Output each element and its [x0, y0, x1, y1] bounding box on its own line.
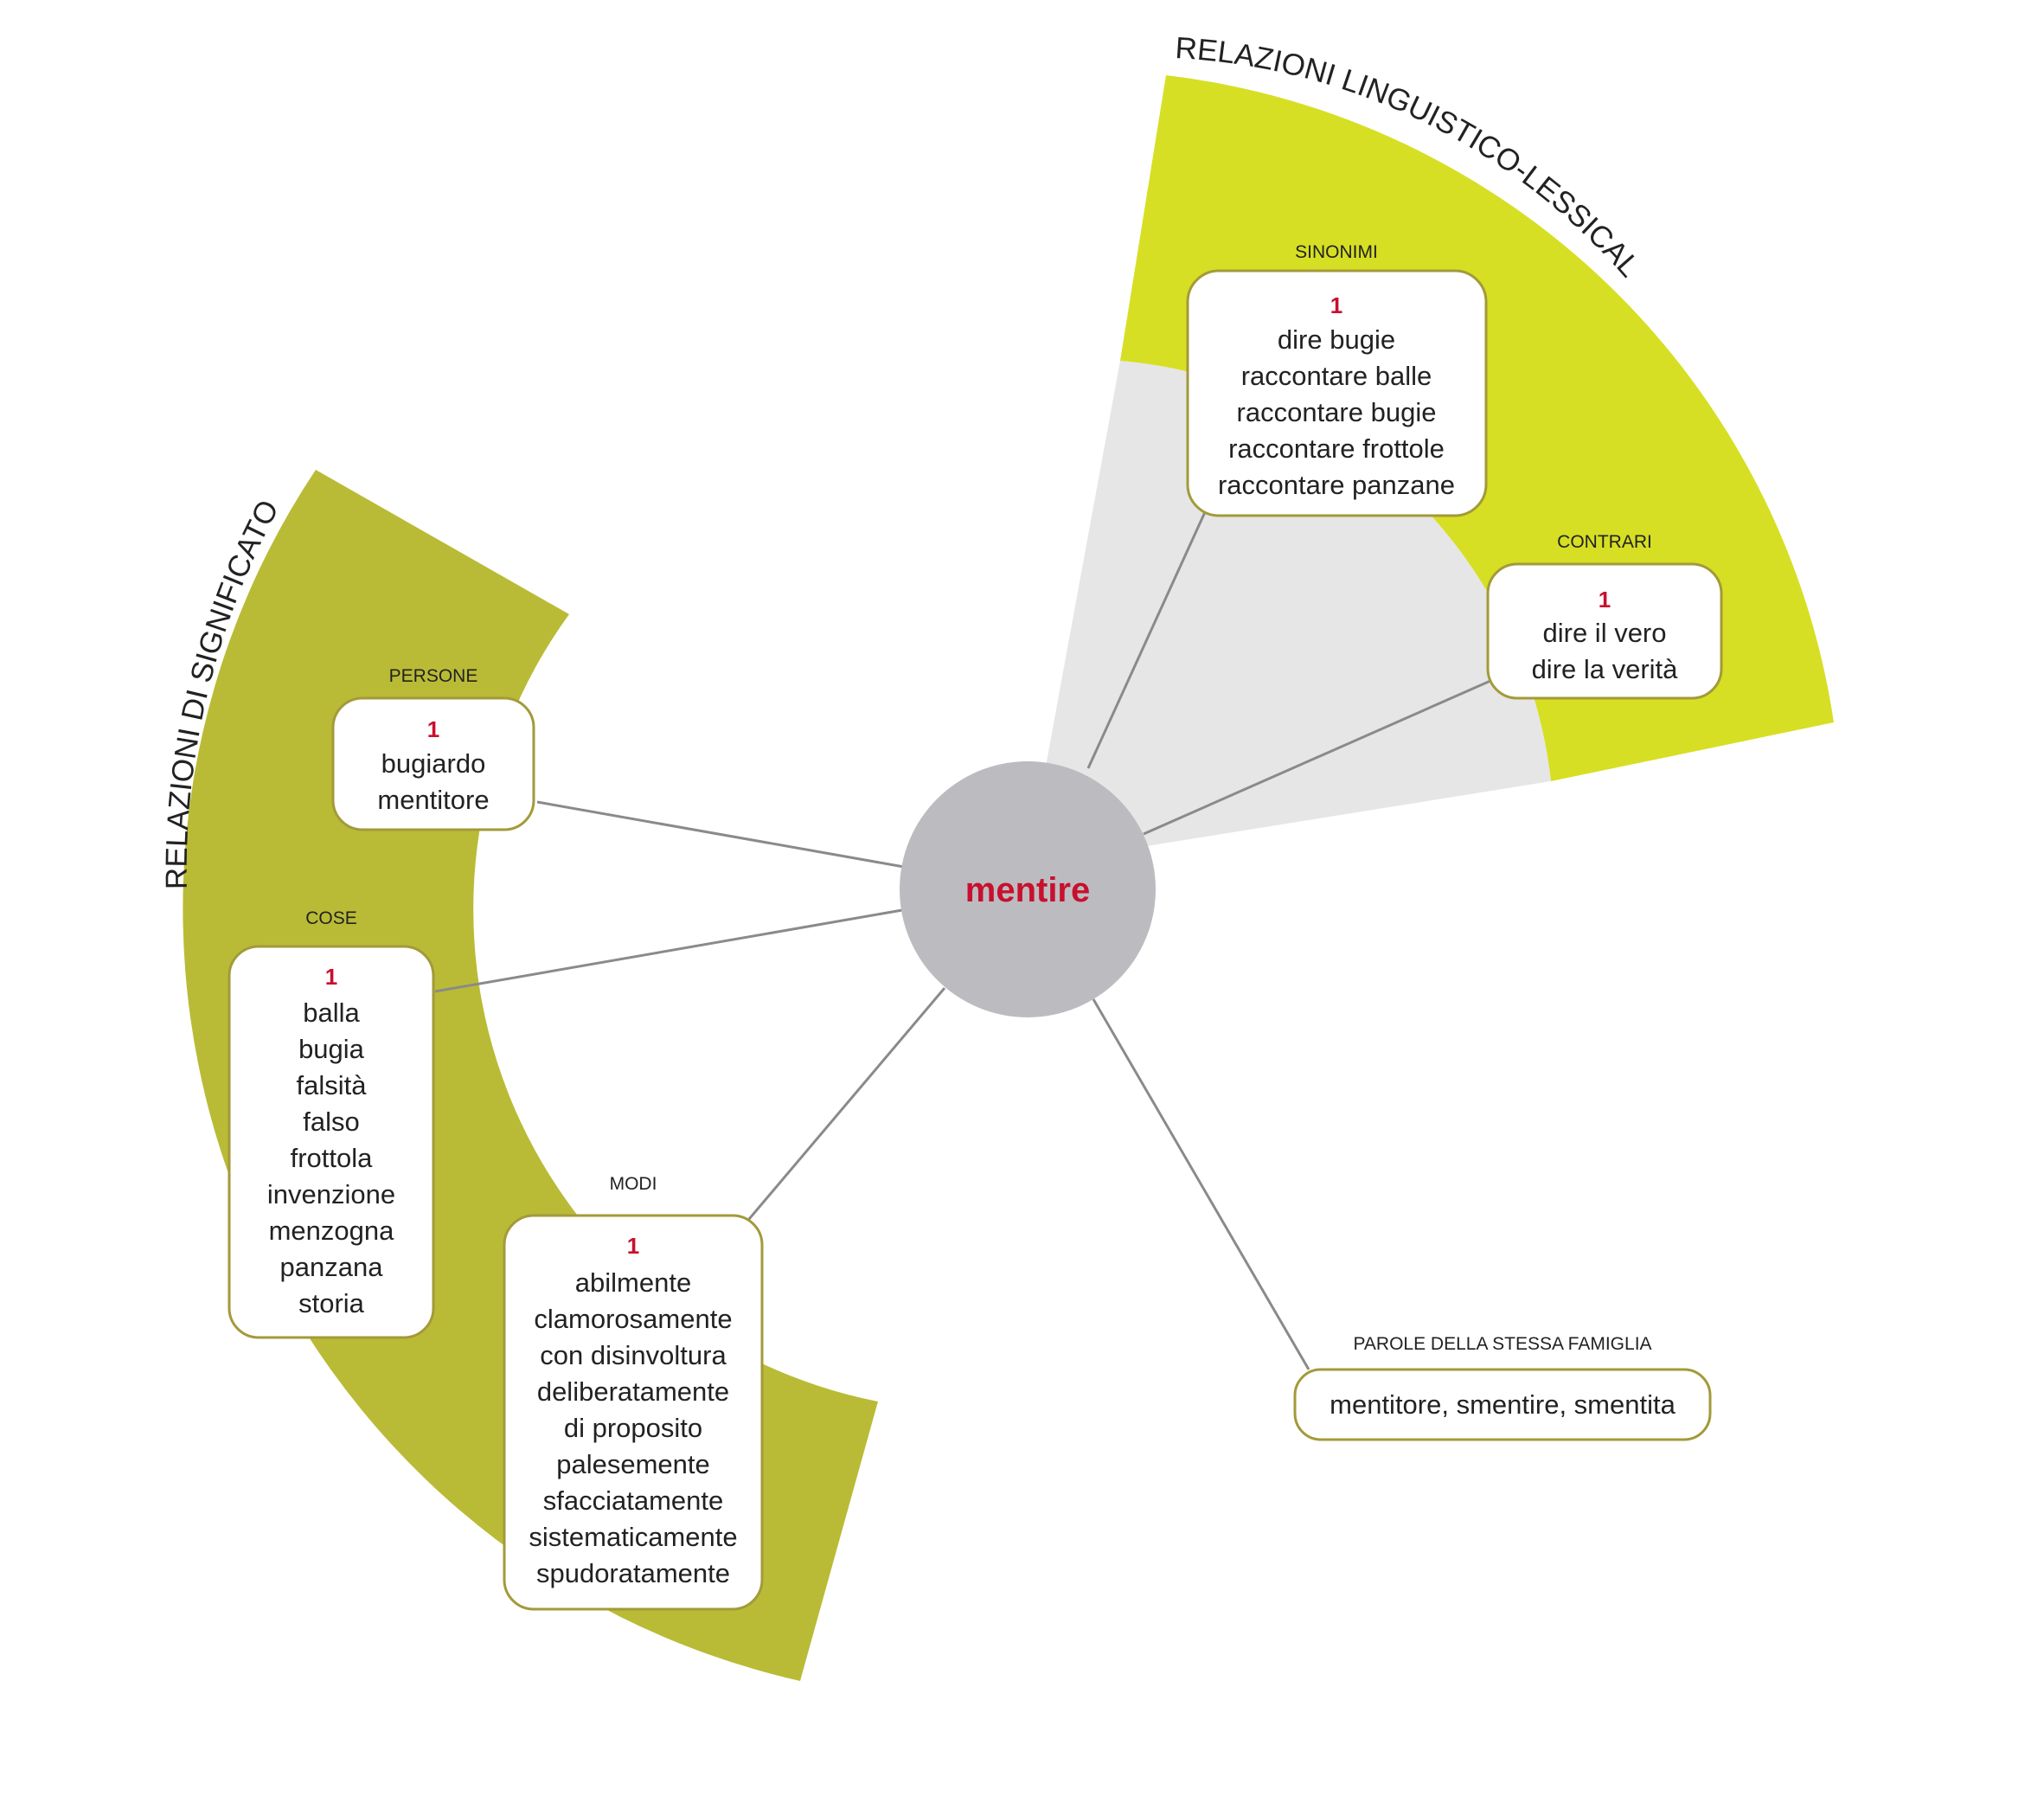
number-sinonimi: 1 [1330, 292, 1342, 318]
connector-cose [434, 908, 903, 993]
cose-item: invenzione [267, 1179, 395, 1209]
modi-item: abilmente [575, 1267, 691, 1298]
node-famiglia: PAROLE DELLA STESSA FAMIGLIA mentitore, … [1293, 1334, 1712, 1441]
persone-item: bugiardo [381, 748, 486, 779]
linguistico-inner-wedge [1028, 361, 1551, 865]
sinonimi-item: raccontare balle [1241, 361, 1432, 391]
sinonimi-item: raccontare bugie [1237, 397, 1437, 427]
modi-item: deliberatamente [537, 1376, 729, 1407]
number-contrari: 1 [1599, 587, 1611, 613]
box-cose [227, 945, 435, 1339]
node-cose: COSE 1 balla bugia falsità falso frottola inv… [227, 908, 435, 1339]
sinonimi-item: raccontare frottole [1228, 433, 1445, 464]
items-persone: bugiardo mentitore [377, 748, 489, 815]
node-contrari: CONTRARI 1 dire il vero dire la verità [1486, 532, 1723, 700]
sinonimi-item: dire bugie [1278, 324, 1395, 355]
sinonimi-item: raccontare panzane [1218, 470, 1455, 500]
node-modi: MODI 1 abilmente clamorosamente con disinv… [503, 1174, 764, 1611]
items-sinonimi: dire bugie raccontare balle raccontare bug… [1218, 324, 1455, 500]
items-cose: balla bugia falsità falso frottola invenzione… [267, 998, 395, 1318]
cose-item: bugia [298, 1034, 365, 1064]
cose-item: falso [303, 1107, 359, 1137]
box-sinonimi [1186, 269, 1488, 517]
center-circle [900, 761, 1156, 1017]
modi-item: clamorosamente [534, 1304, 732, 1334]
number-modi: 1 [627, 1233, 639, 1259]
cose-item: panzana [280, 1252, 384, 1282]
modi-item: palesemente [556, 1449, 710, 1479]
connector-famiglia [1092, 998, 1310, 1370]
connector-modi [743, 987, 946, 1225]
category-label-contrari: CONTRARI [1557, 532, 1652, 552]
node-persone: PERSONE 1 bugiardo mentitore [331, 666, 535, 831]
category-label-cose: COSE [305, 908, 357, 928]
modi-item: con disinvoltura [540, 1340, 727, 1370]
node-sinonimi: SINONIMI 1 dire bugie raccontare balle rac… [1186, 242, 1488, 517]
modi-item: sistematicamente [529, 1522, 737, 1552]
box-contrari [1486, 562, 1723, 700]
cose-item: storia [298, 1288, 365, 1318]
items-modi: abilmente clamorosamente con disinvoltura d… [529, 1267, 737, 1588]
category-label-famiglia: PAROLE DELLA STESSA FAMIGLIA [1353, 1334, 1651, 1354]
persone-item: mentitore [377, 785, 489, 815]
number-persone: 1 [427, 716, 439, 742]
number-cose: 1 [325, 964, 337, 990]
connectors [434, 511, 1491, 1370]
category-label-sinonimi: SINONIMI [1295, 242, 1378, 262]
box-modi [503, 1214, 764, 1611]
connector-sinonimi [1086, 511, 1207, 769]
connector-contrari [1143, 679, 1491, 836]
modi-item: sfacciatamente [543, 1485, 724, 1516]
category-label-modi: MODI [610, 1174, 657, 1194]
box-persone [331, 696, 535, 831]
modi-item: spudoratamente [536, 1558, 730, 1588]
modi-item: di proposito [564, 1413, 702, 1443]
contrari-item: dire la verità [1532, 654, 1679, 684]
cose-item: menzogna [269, 1216, 395, 1246]
center-word: mentire [965, 871, 1091, 909]
cose-item: frottola [291, 1143, 374, 1173]
category-label-persone: PERSONE [389, 666, 478, 686]
cose-item: balla [303, 998, 360, 1028]
box-famiglia [1293, 1368, 1712, 1441]
items-contrari: dire il vero dire la verità [1532, 618, 1679, 684]
connector-persone [536, 800, 905, 869]
cose-item: falsità [297, 1070, 368, 1100]
famiglia-words: mentitore, smentire, smentita [1330, 1389, 1676, 1420]
contrari-item: dire il vero [1543, 618, 1667, 648]
